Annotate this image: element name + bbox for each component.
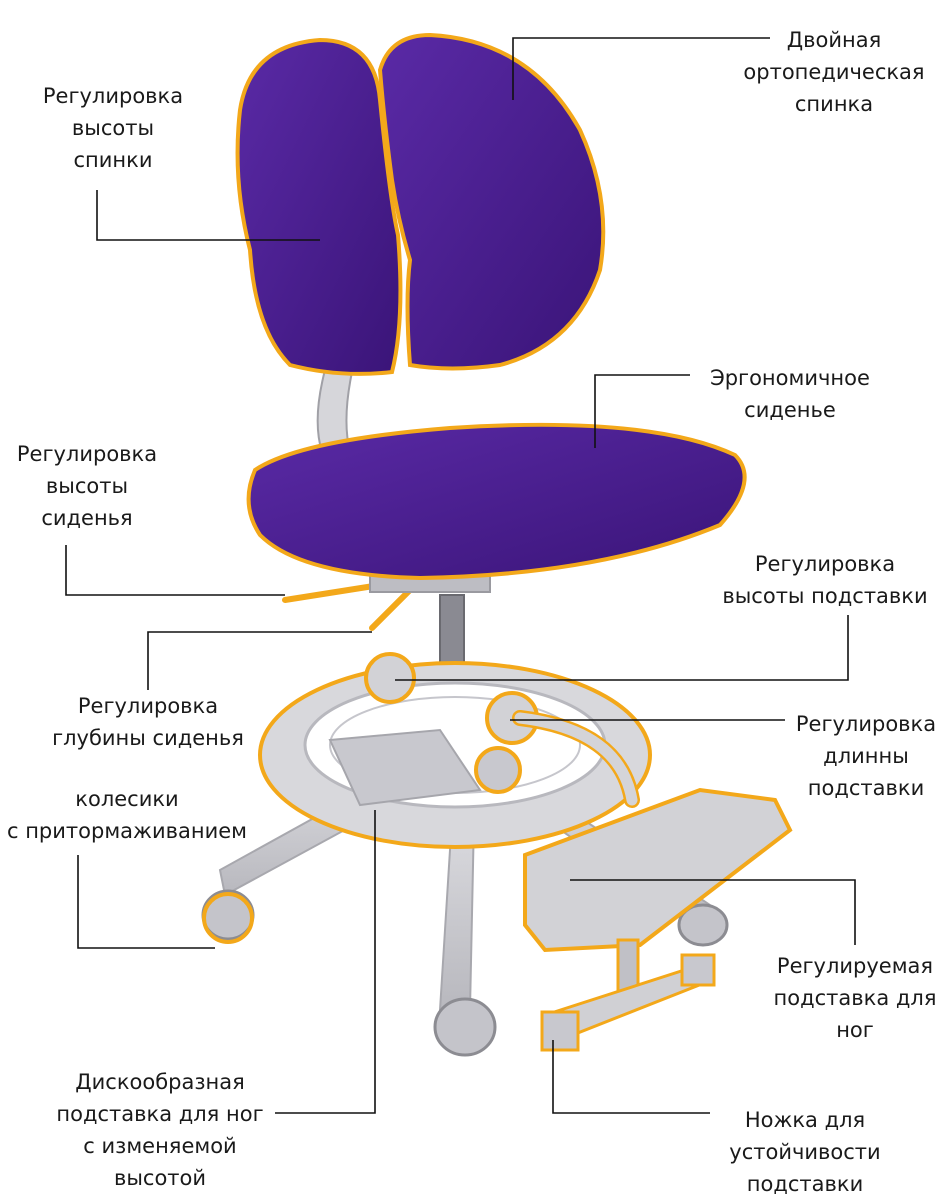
adjustment-knobs bbox=[364, 652, 539, 794]
leader-seat-depth bbox=[147, 631, 372, 690]
leader-stability-leg bbox=[552, 1040, 710, 1114]
leader-stand-height bbox=[395, 615, 849, 681]
footrest-arm bbox=[512, 710, 640, 808]
seat-cushion bbox=[246, 422, 747, 581]
leader-adjustable-footrest bbox=[570, 879, 856, 945]
leader-backrest-height bbox=[96, 190, 320, 241]
leader-disc-footrest bbox=[275, 810, 376, 1114]
leader-double-backrest bbox=[512, 37, 770, 100]
leader-lines bbox=[65, 37, 856, 1114]
leader-seat-height bbox=[65, 545, 285, 596]
leader-braking-wheels bbox=[77, 855, 215, 949]
leader-ergonomic-seat bbox=[594, 374, 690, 448]
braking-wheel-highlight bbox=[202, 892, 254, 944]
footrest bbox=[523, 787, 793, 1052]
double-backrest bbox=[235, 32, 606, 376]
disc-foot-ring bbox=[258, 661, 652, 849]
